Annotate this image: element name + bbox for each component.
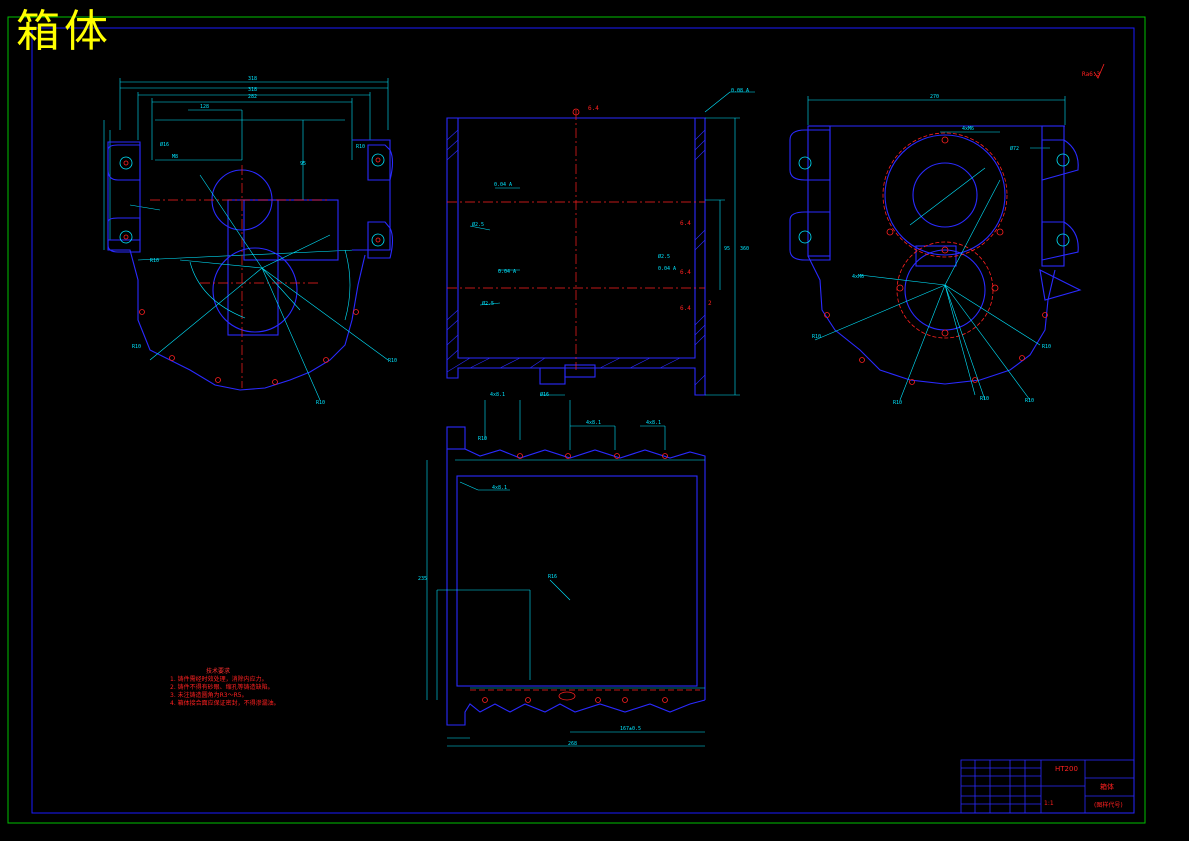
svg-text:282: 282 — [248, 94, 257, 100]
svg-text:4x8.1: 4x8.1 — [492, 485, 507, 491]
title-block-drawing-no: (图样代号) — [1094, 802, 1123, 809]
svg-text:R10: R10 — [150, 258, 159, 264]
svg-text:95: 95 — [300, 161, 306, 167]
svg-text:270: 270 — [930, 94, 939, 100]
svg-text:4xM6: 4xM6 — [962, 126, 974, 132]
svg-text:Ø2.5: Ø2.5 — [472, 221, 484, 228]
svg-text:R10: R10 — [478, 436, 487, 442]
svg-text:R10: R10 — [316, 400, 325, 406]
tech-note-1: 1. 铸件需经时效处理，消除内应力。 — [170, 676, 268, 683]
svg-text:R10: R10 — [1042, 344, 1051, 350]
title-block-part-name: 箱体 — [1100, 783, 1114, 791]
svg-text:R10: R10 — [388, 358, 397, 364]
svg-text:128: 128 — [200, 104, 209, 110]
svg-text:4x8.1: 4x8.1 — [490, 392, 505, 398]
svg-text:268: 268 — [568, 741, 577, 747]
svg-text:0.04 A: 0.04 A — [494, 182, 512, 188]
svg-text:6.4: 6.4 — [680, 305, 691, 312]
svg-text:4x8.1: 4x8.1 — [646, 420, 661, 426]
svg-text:318: 318 — [248, 76, 257, 82]
svg-text:235: 235 — [418, 576, 427, 582]
svg-text:95: 95 — [724, 246, 730, 252]
svg-text:318: 318 — [248, 87, 257, 93]
svg-text:R10: R10 — [132, 344, 141, 350]
title-block-scale: 1:1 — [1044, 800, 1054, 807]
tech-notes-title: 技术要求 — [206, 668, 231, 675]
inner-border — [31, 27, 1135, 814]
svg-text:0.08 A: 0.08 A — [731, 88, 749, 94]
section-view: 6.46.4 6.46.4 2 0.08 A0.04 A Ø2.50.04 A … — [446, 88, 755, 398]
svg-text:6.4: 6.4 — [680, 220, 691, 227]
svg-text:4xM6: 4xM6 — [852, 274, 864, 280]
tech-note-3: 3. 未注铸造圆角为R3～R5。 — [170, 692, 248, 699]
drawing-title: 箱体 — [16, 6, 112, 57]
svg-text:4x8.1: 4x8.1 — [586, 420, 601, 426]
top-view: 4x8.1 4x8.1 4x8.1 268 167±0.5 235 R16 R10 4x… — [418, 392, 706, 747]
svg-text:R10: R10 — [1025, 398, 1034, 404]
svg-text:Ø16: Ø16 — [160, 141, 169, 148]
outer-border — [7, 16, 1146, 824]
svg-text:Ra6.3: Ra6.3 — [1082, 71, 1100, 78]
svg-text:0.04 A: 0.04 A — [658, 266, 676, 272]
svg-text:R10: R10 — [893, 400, 902, 406]
svg-text:Ø16: Ø16 — [540, 391, 549, 398]
tech-note-4: 4. 箱体接合面应保证密封，不得渗漏油。 — [170, 700, 280, 707]
svg-text:Ø2.5: Ø2.5 — [482, 300, 494, 307]
tech-note-2: 2. 铸件不得有砂眼、缩孔等铸造缺陷。 — [170, 684, 274, 691]
svg-text:R10: R10 — [980, 396, 989, 402]
svg-text:M8: M8 — [172, 154, 178, 160]
svg-text:6.4: 6.4 — [680, 269, 691, 276]
title-block-material: HT200 — [1055, 765, 1078, 773]
svg-text:167±0.5: 167±0.5 — [620, 726, 641, 732]
tech-notes: 技术要求 1. 铸件需经时效处理，消除内应力。 2. 铸件不得有砂眼、缩孔等铸造… — [170, 668, 280, 708]
svg-text:Ø2.5: Ø2.5 — [658, 253, 670, 260]
svg-text:R10: R10 — [356, 144, 365, 150]
svg-text:Ø72: Ø72 — [1010, 145, 1019, 152]
title-block — [960, 759, 1135, 814]
svg-text:R10: R10 — [812, 334, 821, 340]
svg-text:0.04 A: 0.04 A — [498, 269, 516, 275]
svg-text:360: 360 — [740, 246, 749, 252]
svg-text:6.4: 6.4 — [588, 105, 599, 112]
svg-text:2: 2 — [708, 300, 712, 307]
svg-text:R16: R16 — [548, 574, 557, 580]
